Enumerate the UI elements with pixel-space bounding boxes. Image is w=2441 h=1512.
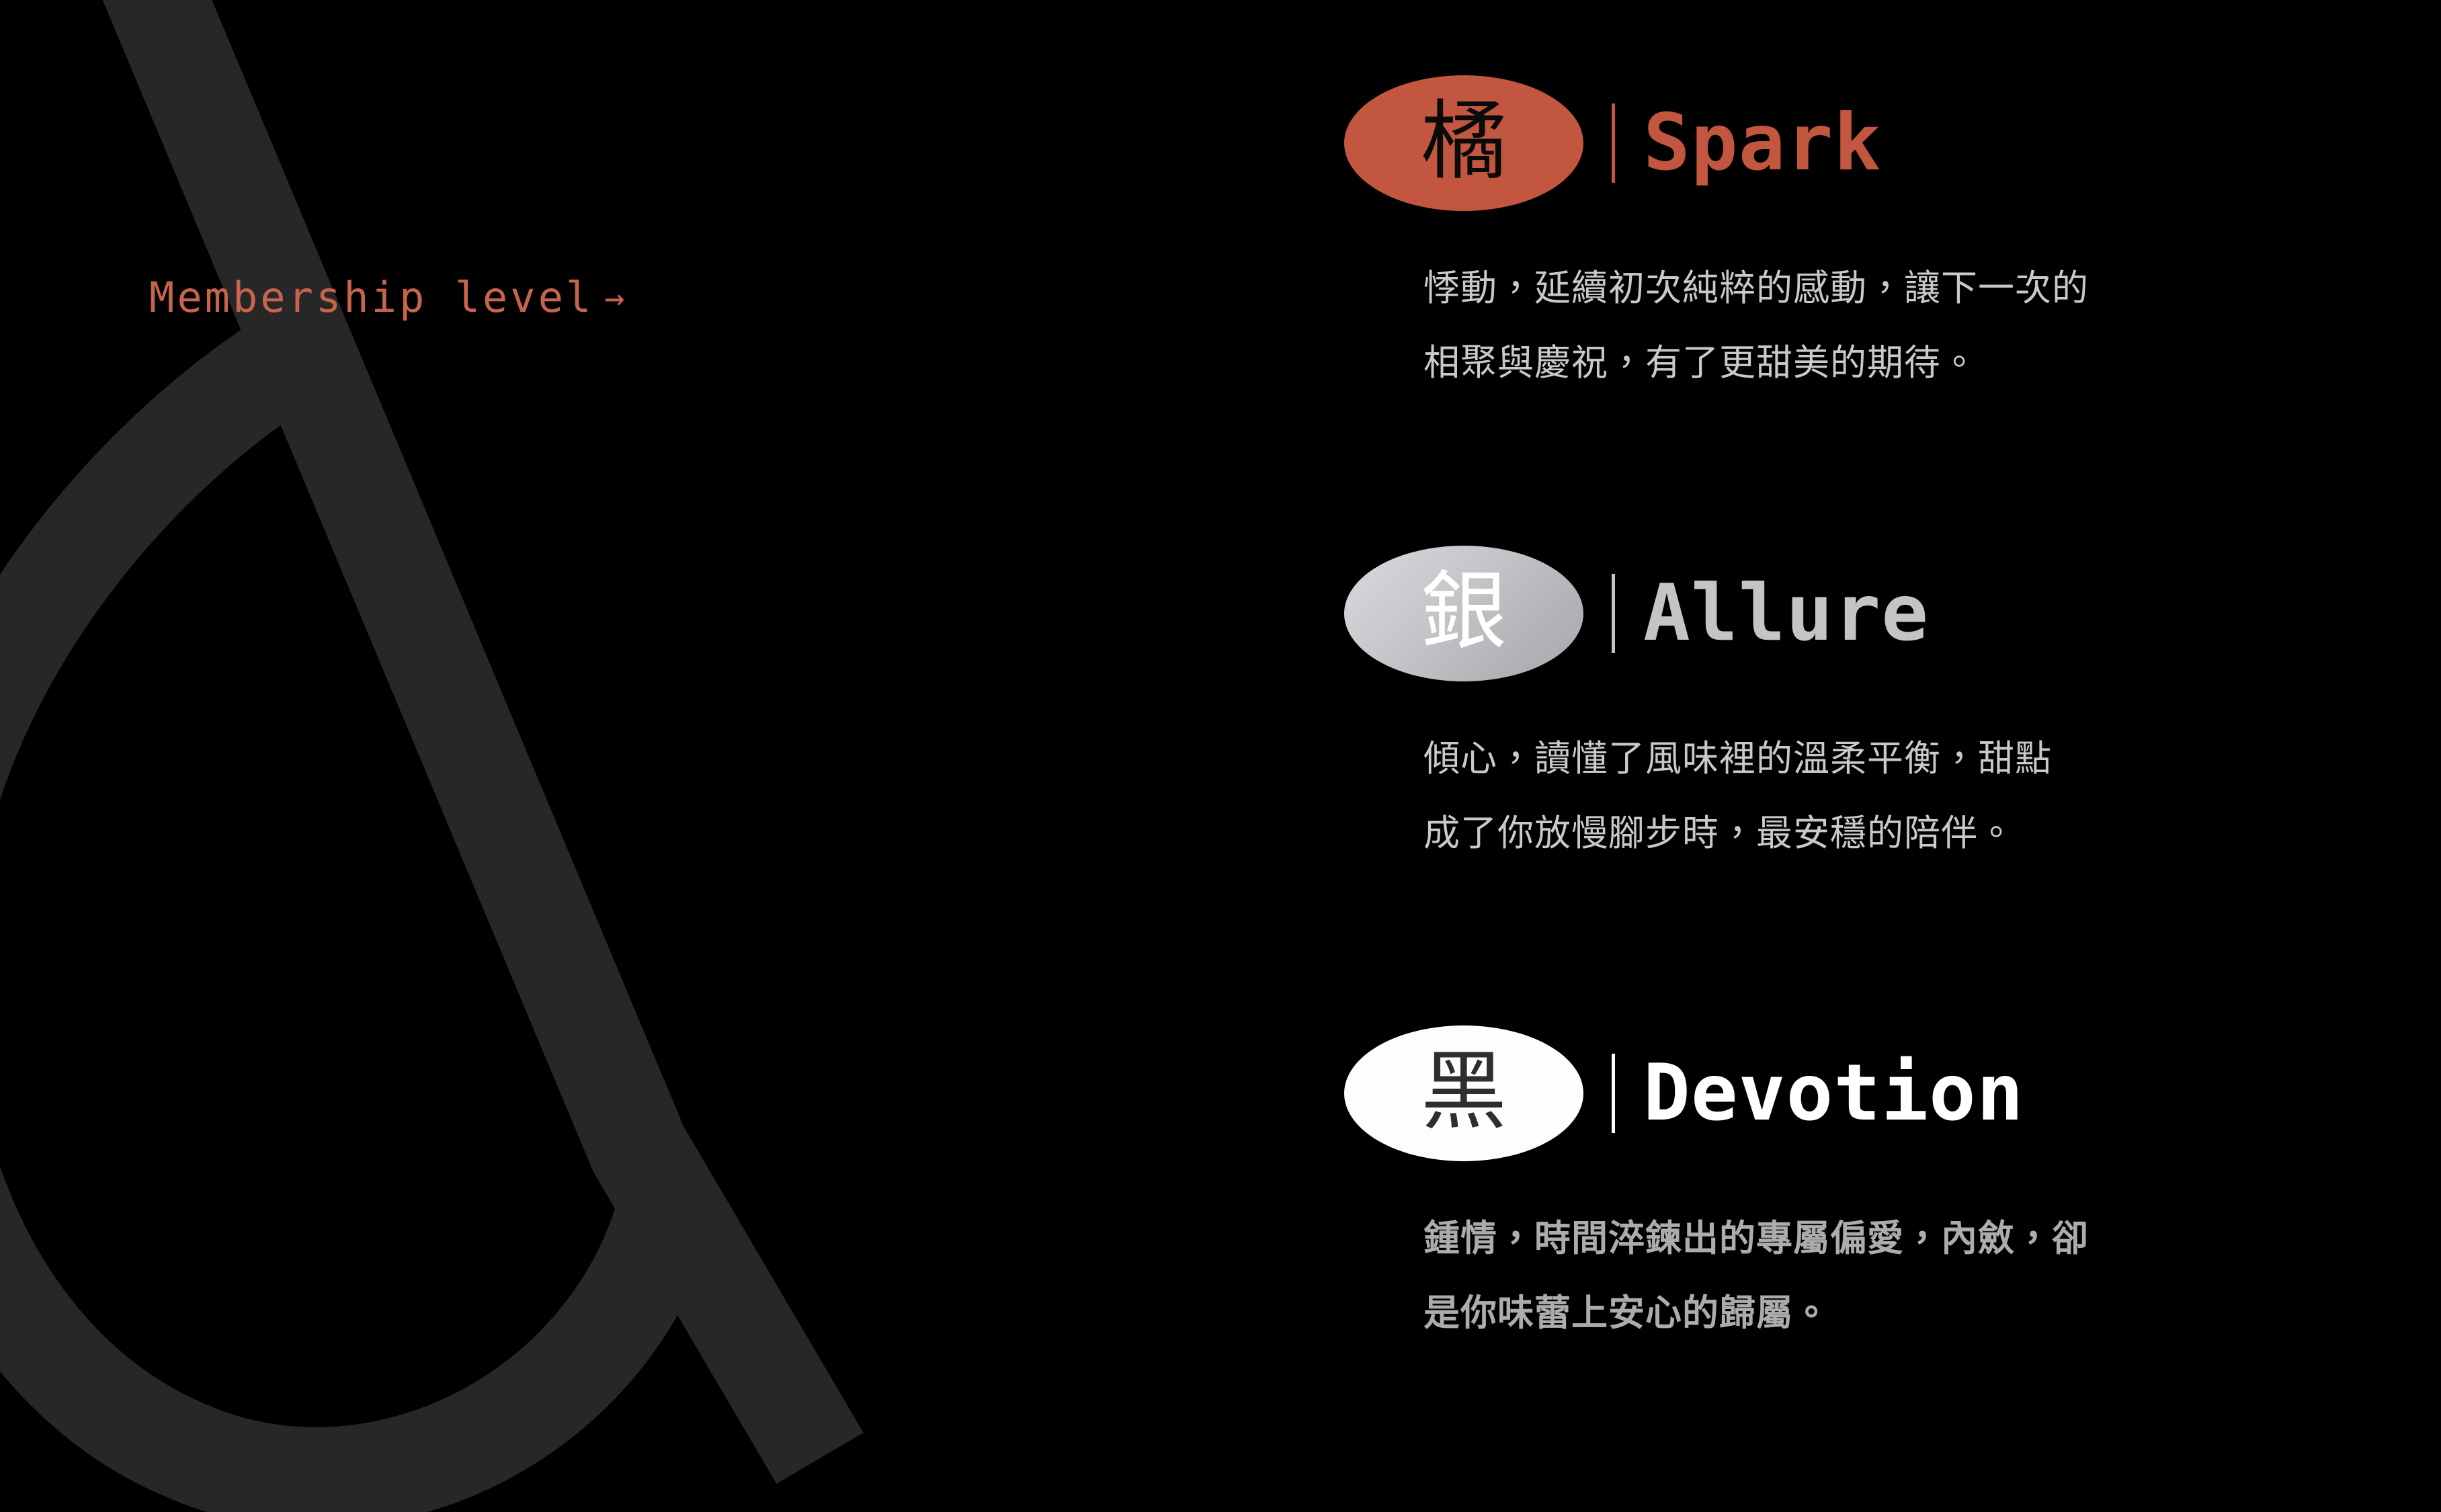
- arrow-right-icon: →: [604, 278, 628, 317]
- tier-description-line: 悸動，延續初次純粹的感動，讓下一次的: [1423, 267, 2089, 309]
- tier-badge-char-spark: 橘: [1420, 91, 1507, 192]
- tier-description-line: 相聚與慶祝，有了更甜美的期待。: [1423, 341, 1978, 384]
- tier-badge-devotion: 黑: [1344, 1025, 1583, 1161]
- left-column: Membership level →: [149, 273, 627, 322]
- tier-item-devotion[interactable]: 黑 Devotion 鍾情，時間淬鍊出的專屬偏愛，內斂，卻 是你味蕾上安心的歸屬…: [1344, 1023, 2393, 1350]
- tier-item-spark[interactable]: 橘 Spark 悸動，延續初次純粹的感動，讓下一次的 相聚與慶祝，有了更甜美的期…: [1344, 73, 2393, 400]
- tier-header-allure: 銀 Allure: [1344, 543, 2393, 684]
- membership-level-link[interactable]: Membership level →: [149, 273, 627, 322]
- tier-name-allure: Allure: [1643, 568, 1930, 659]
- tier-divider-spark: [1612, 103, 1615, 183]
- tier-description-line: 成了你放慢腳步時，最安穩的陪伴。: [1423, 811, 2015, 854]
- tier-description-devotion: 鍾情，時間淬鍊出的專屬偏愛，內斂，卻 是你味蕾上安心的歸屬。: [1423, 1202, 2317, 1350]
- tier-divider-allure: [1612, 574, 1615, 653]
- tier-description-allure: 傾心，讀懂了風味裡的溫柔平衡，甜點 成了你放慢腳步時，最安穩的陪伴。: [1423, 722, 2317, 870]
- tier-description-spark: 悸動，延續初次純粹的感動，讓下一次的 相聚與慶祝，有了更甜美的期待。: [1423, 251, 2317, 400]
- tier-name-devotion: Devotion: [1643, 1048, 2024, 1138]
- tier-list: 橘 Spark 悸動，延續初次純粹的感動，讓下一次的 相聚與慶祝，有了更甜美的期…: [1344, 0, 2441, 1512]
- tier-divider-devotion: [1612, 1054, 1615, 1133]
- tier-badge-char-devotion: 黑: [1420, 1042, 1507, 1142]
- membership-level-label: Membership level: [149, 273, 594, 322]
- tier-description-line: 鍾情，時間淬鍊出的專屬偏愛，內斂，卻: [1423, 1217, 2089, 1259]
- tier-description-line: 是你味蕾上安心的歸屬。: [1423, 1291, 1830, 1334]
- tier-name-spark: Spark: [1643, 97, 1882, 188]
- tier-badge-spark: 橘: [1344, 75, 1583, 211]
- tier-description-line: 傾心，讀懂了風味裡的溫柔平衡，甜點: [1423, 737, 2052, 780]
- tier-header-devotion: 黑 Devotion: [1344, 1023, 2393, 1164]
- tier-header-spark: 橘 Spark: [1344, 73, 2393, 214]
- tier-badge-char-allure: 銀: [1420, 562, 1507, 662]
- tier-item-allure[interactable]: 銀 Allure 傾心，讀懂了風味裡的溫柔平衡，甜點 成了你放慢腳步時，最安穩的…: [1344, 543, 2393, 870]
- tier-badge-allure: 銀: [1344, 546, 1583, 681]
